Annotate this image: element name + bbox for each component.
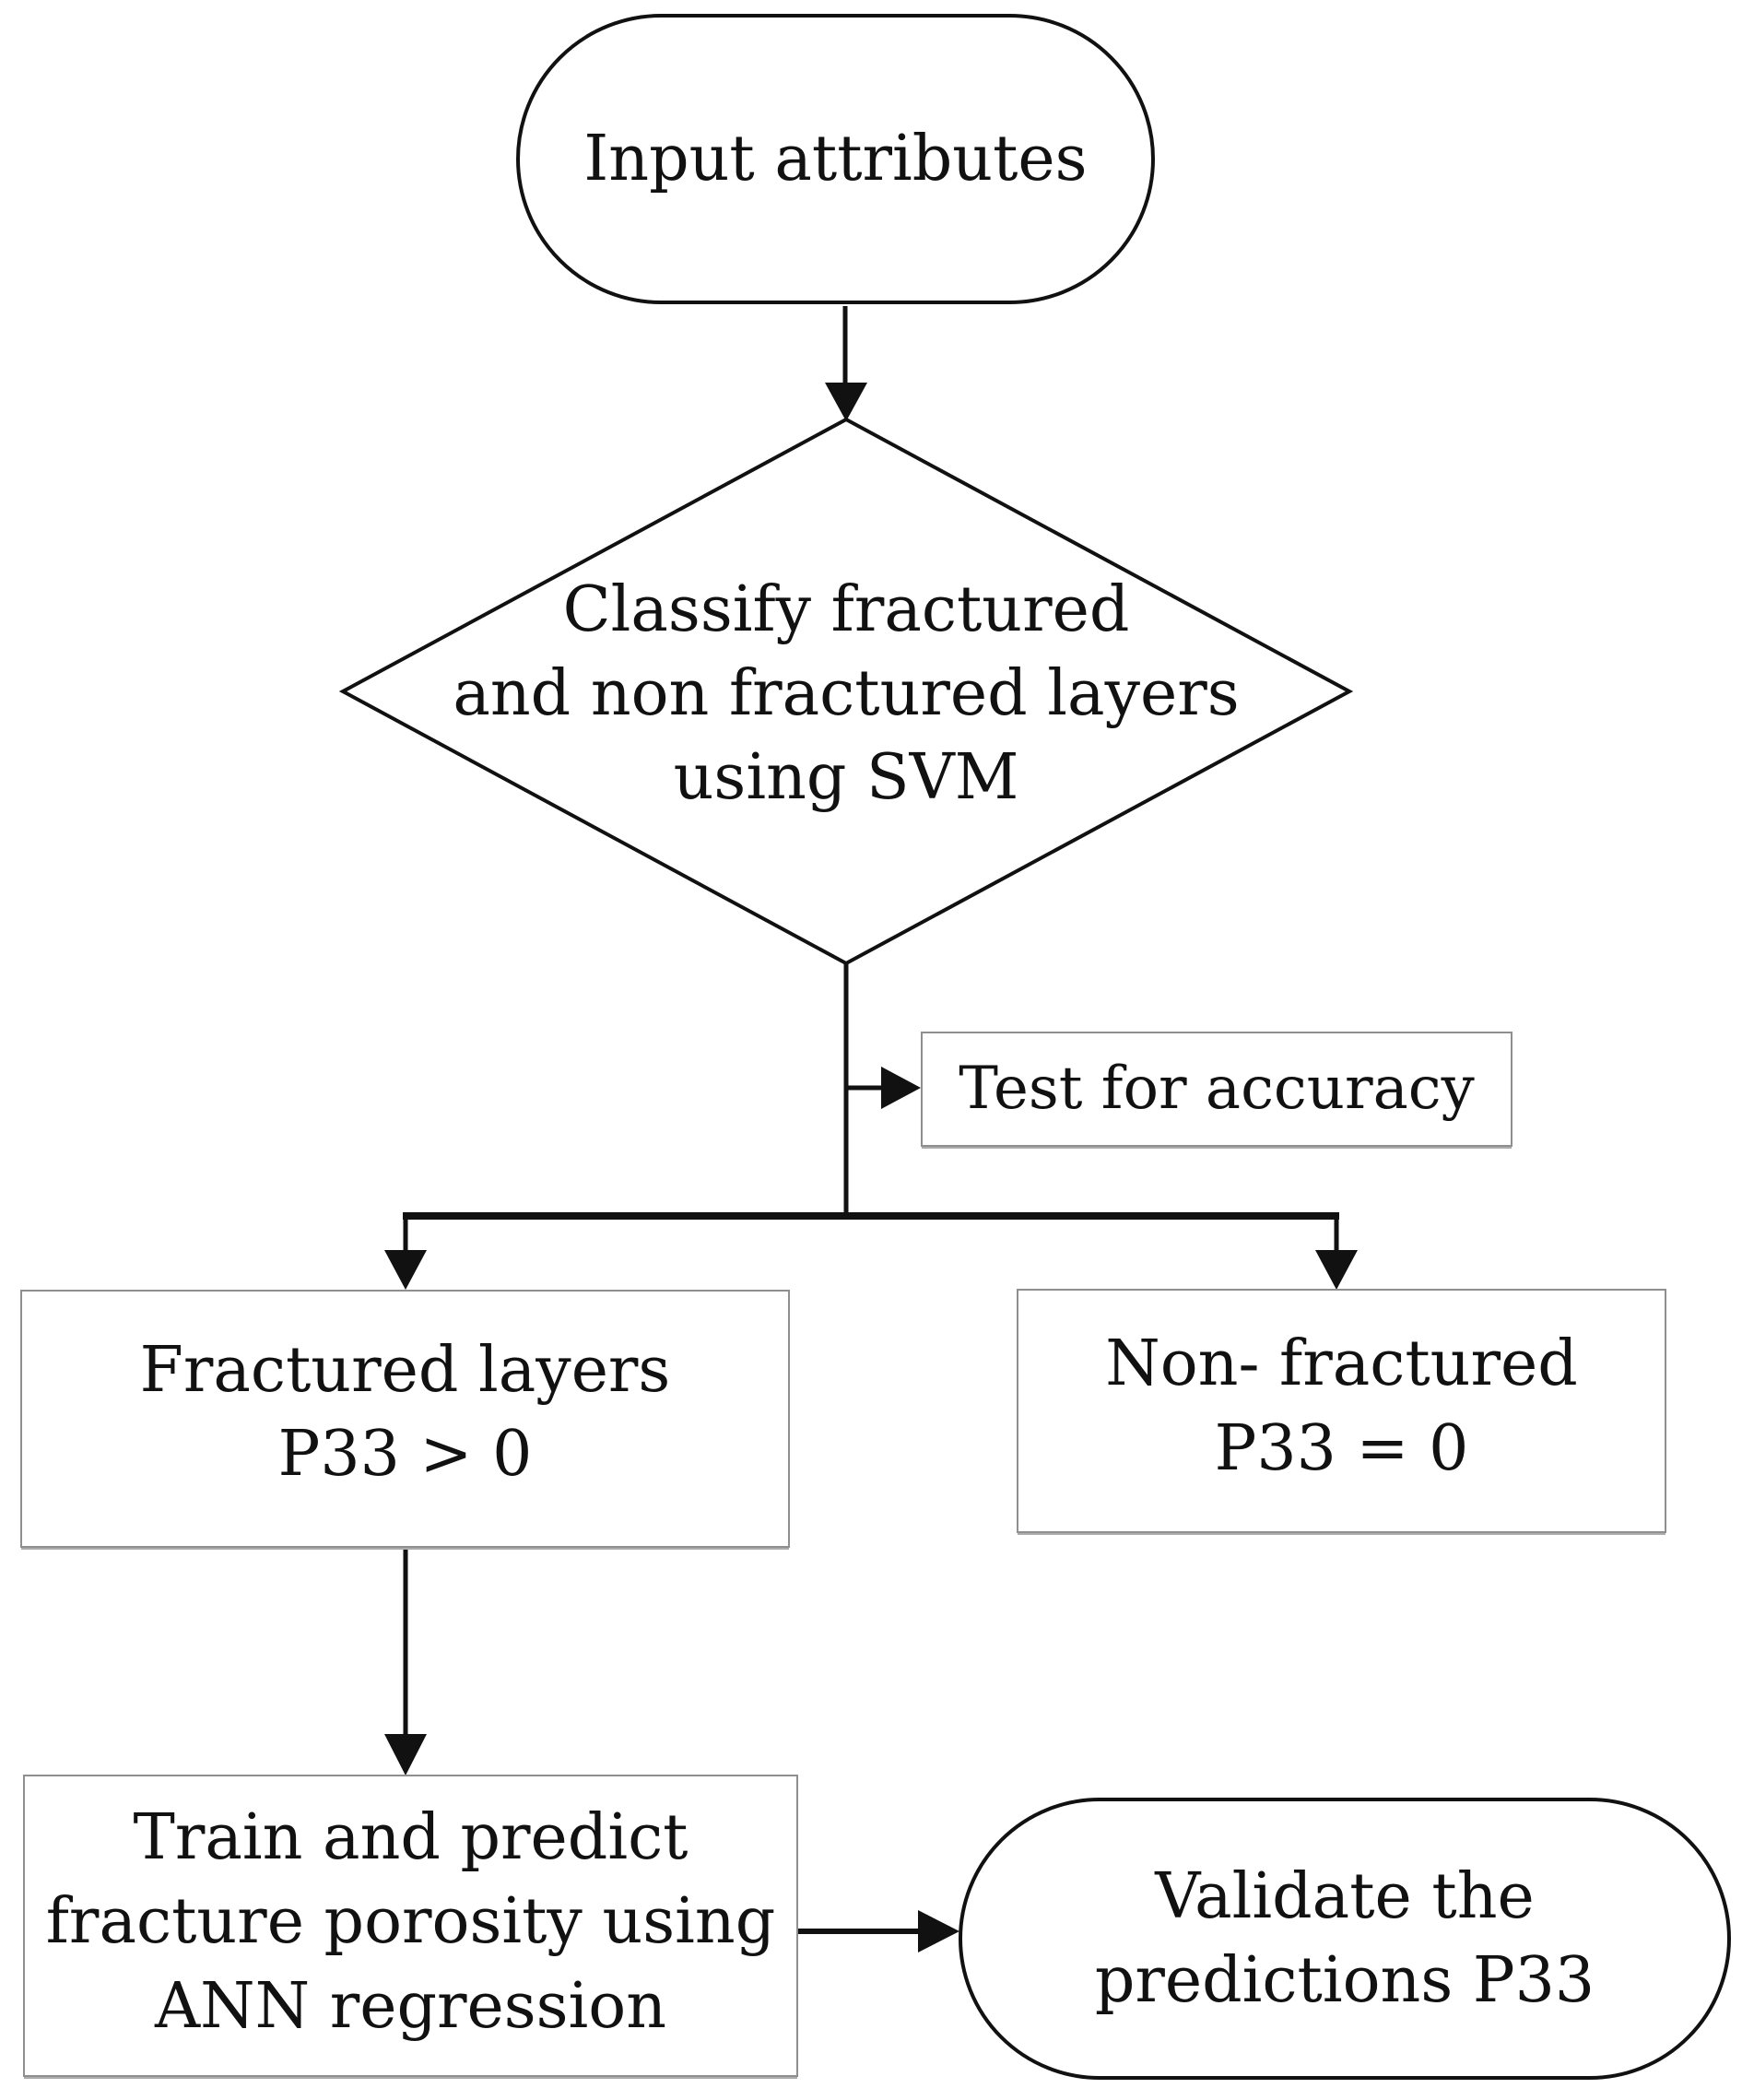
node-label: Input attributes bbox=[583, 122, 1088, 195]
node-label-line: P33 = 0 bbox=[1214, 1411, 1469, 1485]
node-label-line: predictions P33 bbox=[1094, 1944, 1595, 2017]
node-label-line: Validate the bbox=[1155, 1859, 1535, 1933]
arrow-to-test-box bbox=[844, 1067, 921, 1109]
node-input-attributes: Input attributes bbox=[516, 14, 1155, 304]
node-label-line: using SVM bbox=[673, 741, 1019, 815]
arrow-branch-to-non-fractured bbox=[1315, 1213, 1358, 1290]
node-label-line: Train and predict bbox=[133, 1801, 689, 1875]
node-label-line: and non fractured layers bbox=[453, 656, 1240, 730]
arrow-start-to-classify bbox=[825, 306, 867, 421]
node-label-line: P33 > 0 bbox=[277, 1418, 533, 1491]
node-label: Test for accuracy bbox=[959, 1054, 1475, 1123]
node-classify-decision: Classify fractured and non fractured lay… bbox=[339, 558, 1353, 830]
arrow-train-to-validate bbox=[798, 1910, 959, 1953]
arrow-branch-to-fractured bbox=[384, 1213, 427, 1290]
node-label-line: fracture porosity using bbox=[45, 1885, 776, 1959]
node-label-line: ANN regression bbox=[154, 1969, 667, 2043]
node-label-line: Fractured layers bbox=[139, 1333, 671, 1407]
node-validate-predictions: Validate the predictions P33 bbox=[959, 1798, 1731, 2080]
node-train-ann-regression: Train and predict fracture porosity usin… bbox=[23, 1775, 798, 2077]
node-label-line: Non- fractured bbox=[1105, 1327, 1578, 1401]
node-test-for-accuracy: Test for accuracy bbox=[921, 1032, 1512, 1147]
node-fractured-layers: Fractured layers P33 > 0 bbox=[20, 1290, 790, 1548]
node-non-fractured: Non- fractured P33 = 0 bbox=[1017, 1289, 1666, 1533]
node-label-line: Classify fractured bbox=[562, 572, 1130, 646]
arrow-fractured-to-train bbox=[384, 1548, 427, 1776]
